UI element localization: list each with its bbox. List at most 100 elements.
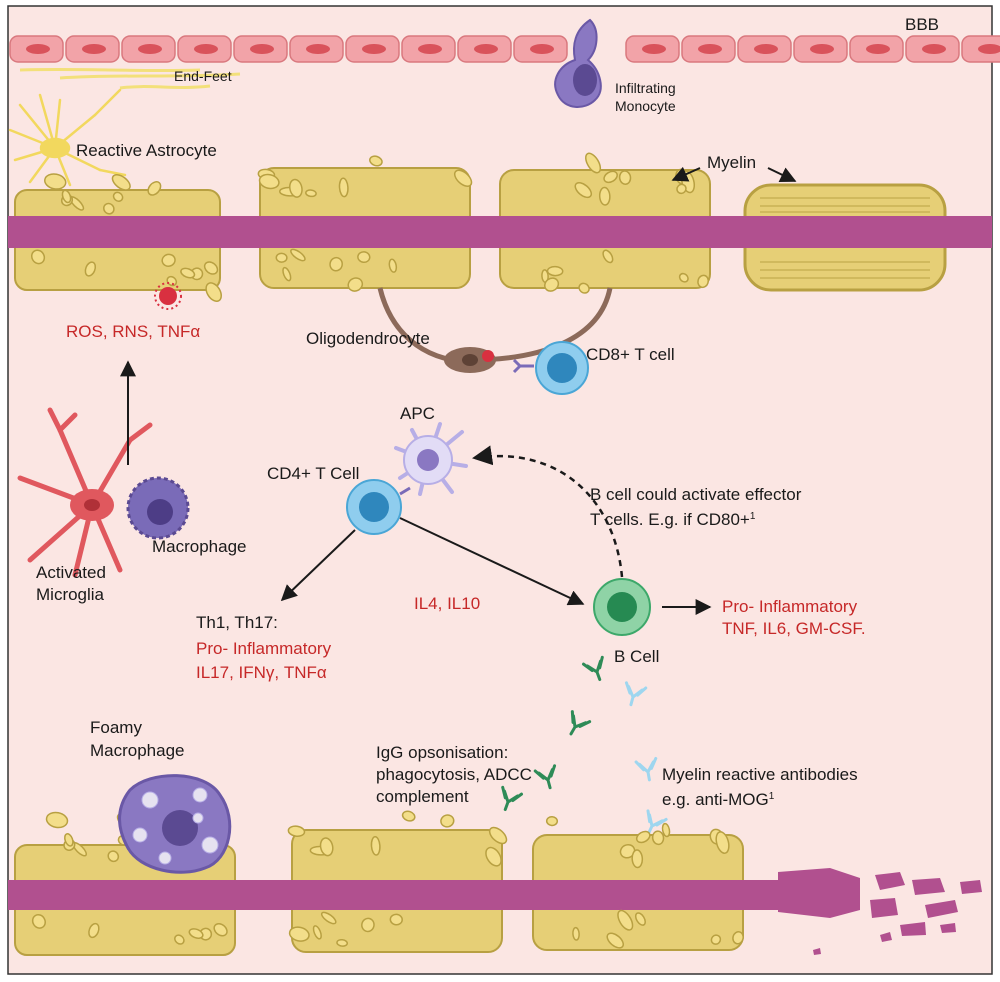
blood-brain-barrier bbox=[9, 35, 1000, 63]
endothelial-nucleus bbox=[362, 44, 386, 54]
infiltrating-label-line1: Infiltrating bbox=[615, 80, 676, 96]
myelin-fragment bbox=[61, 189, 72, 204]
macrophage bbox=[126, 476, 190, 540]
figure-border bbox=[7, 5, 993, 975]
myelin-fragment bbox=[676, 183, 687, 195]
oligodendrocyte-label: Oligodendrocyte bbox=[306, 329, 430, 348]
myelin-fragment bbox=[44, 173, 67, 190]
damage-marker bbox=[154, 282, 182, 310]
axon-fragments bbox=[813, 872, 982, 955]
myelin-fragment bbox=[319, 837, 334, 857]
myelin-fragment bbox=[635, 830, 651, 844]
myelin-fragment bbox=[329, 256, 343, 272]
myelin-fragment bbox=[88, 922, 100, 939]
igg-opsonisation-line2: phagocytosis, ADCC bbox=[376, 765, 532, 784]
myelin-fragment bbox=[258, 173, 280, 190]
myelin-fragment bbox=[166, 275, 178, 287]
end-feet-label: End-Feet bbox=[174, 68, 232, 84]
activated-microglia bbox=[17, 407, 153, 578]
myelin-fragment bbox=[574, 181, 593, 199]
antibody bbox=[634, 756, 658, 782]
myelin-fragment bbox=[290, 248, 306, 262]
myelin-fragment bbox=[585, 152, 602, 174]
apc-cell bbox=[394, 422, 468, 496]
endothelial-nucleus bbox=[194, 44, 218, 54]
infiltrating-monocyte bbox=[554, 18, 602, 108]
myelin-antibodies-line1: Myelin reactive antibodies bbox=[662, 765, 858, 784]
endothelial-nucleus bbox=[642, 44, 666, 54]
myelin-fragment bbox=[357, 251, 371, 264]
myelin-fragment bbox=[203, 261, 219, 275]
activated-microglia-line1: Activated bbox=[36, 563, 106, 582]
myelin-fragment bbox=[572, 926, 580, 941]
myelin-fragment bbox=[312, 925, 322, 940]
myelin-fragment bbox=[602, 249, 614, 264]
endothelial-nucleus bbox=[978, 44, 1000, 54]
il4-il10-label: IL4, IL10 bbox=[414, 594, 481, 613]
astrocyte-end-feet bbox=[19, 67, 241, 90]
lower-axon-group bbox=[8, 810, 982, 956]
myelin-fragment bbox=[282, 266, 292, 282]
myelin-fragment bbox=[369, 155, 383, 167]
th-pro-inflammatory-line2: IL17, IFNγ, TNFα bbox=[196, 663, 327, 682]
endothelial-nucleus bbox=[810, 44, 834, 54]
antibody bbox=[533, 764, 557, 790]
ros-rns-tnfa-label: ROS, RNS, TNFα bbox=[66, 322, 201, 341]
myelin-fragment bbox=[651, 830, 665, 846]
myelin-fragment bbox=[485, 846, 502, 867]
myelin-fragment bbox=[320, 911, 337, 925]
myelin-fragment bbox=[111, 174, 131, 191]
reactive-astrocyte-label: Reactive Astrocyte bbox=[76, 141, 217, 160]
myelin-fragment bbox=[361, 917, 375, 933]
antibody bbox=[624, 681, 648, 707]
myelin-fragment bbox=[715, 831, 730, 854]
macrophage-label: Macrophage bbox=[152, 537, 247, 556]
myelin-fragment bbox=[213, 922, 228, 937]
myelin-fragment bbox=[453, 169, 473, 187]
myelin-fragment bbox=[732, 931, 744, 945]
myelin-fragment bbox=[617, 909, 634, 931]
myelin-fragment bbox=[697, 274, 709, 289]
infiltrating-label-line2: Monocyte bbox=[615, 98, 676, 114]
endothelial-nucleus bbox=[754, 44, 778, 54]
myelin-fragment bbox=[287, 825, 306, 838]
antibody bbox=[501, 785, 524, 812]
endothelial-nucleus bbox=[474, 44, 498, 54]
foamy-macrophage bbox=[118, 774, 232, 874]
axon bbox=[8, 216, 992, 248]
myelin-fragment bbox=[112, 191, 124, 202]
cd4-t-cell bbox=[346, 479, 411, 535]
myelin-fragment bbox=[147, 181, 162, 196]
endothelial-nucleus bbox=[530, 44, 554, 54]
myelin-fragment bbox=[401, 810, 416, 822]
myelin-fragment bbox=[631, 849, 644, 869]
endothelial-nucleus bbox=[138, 44, 162, 54]
myelin-fragment bbox=[603, 170, 618, 184]
myelin-fragment bbox=[598, 186, 611, 206]
myelin-label: Myelin bbox=[707, 153, 757, 172]
cd8-t-cell bbox=[512, 341, 589, 395]
b-pro-inflammatory-line2: TNF, IL6, GM-CSF. bbox=[722, 619, 866, 638]
antibodies bbox=[501, 655, 668, 835]
bbb-label: BBB bbox=[905, 15, 940, 34]
axon bbox=[8, 880, 778, 910]
myelin-fragment bbox=[606, 932, 624, 949]
antibody bbox=[569, 710, 592, 736]
myelin-fragment bbox=[661, 822, 671, 838]
myelin-fragment bbox=[389, 913, 403, 926]
myelin-fragment bbox=[710, 934, 722, 945]
myelin-fragment bbox=[64, 833, 74, 847]
myelin-fragment bbox=[288, 926, 310, 942]
antibody bbox=[646, 809, 668, 835]
myelin-fragment bbox=[30, 249, 46, 265]
myelin-fragment bbox=[174, 934, 185, 945]
b-pro-inflammatory-line1: Pro- Inflammatory bbox=[722, 597, 858, 616]
myelin-fragment bbox=[107, 850, 120, 863]
myelin-fragment bbox=[488, 826, 508, 845]
myelin-fragment bbox=[161, 253, 176, 267]
degenerating-axon bbox=[778, 868, 860, 918]
myelin-fragment bbox=[84, 261, 97, 277]
endothelial-nucleus bbox=[306, 44, 330, 54]
